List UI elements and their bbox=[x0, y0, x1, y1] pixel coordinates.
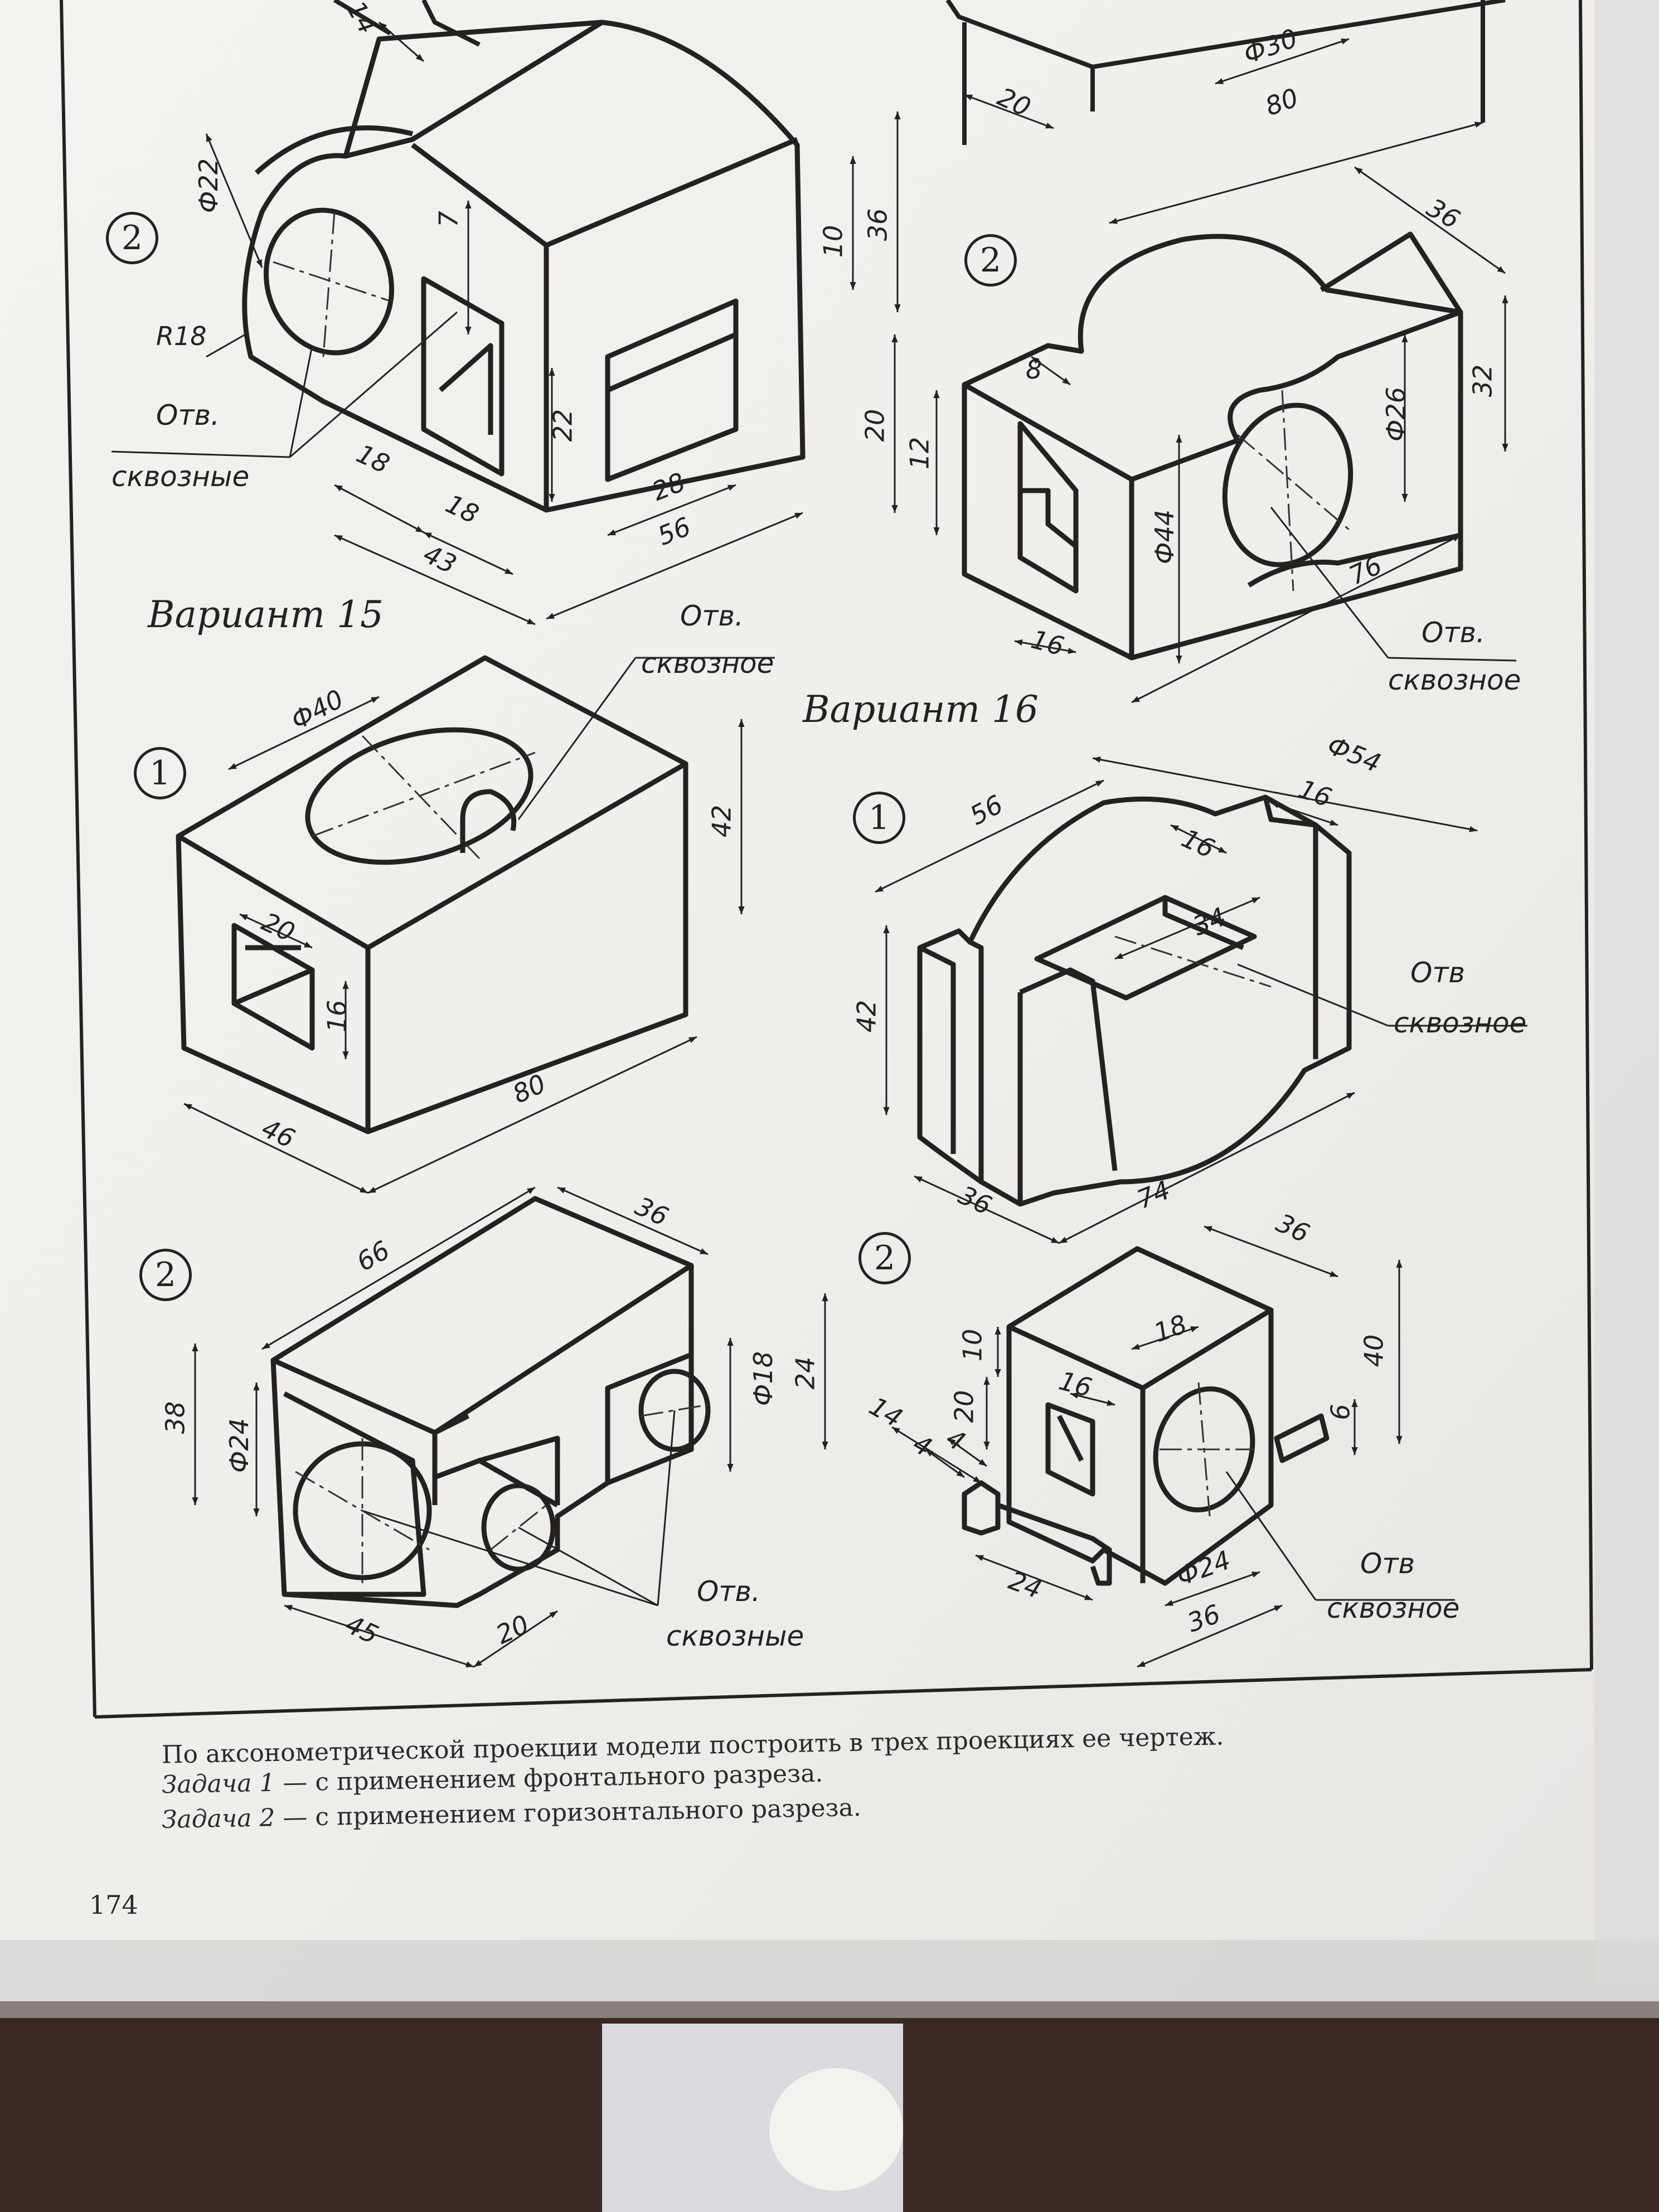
drawing-frame bbox=[60, 0, 1593, 1719]
hole-note: сквозное bbox=[1394, 1007, 1527, 1039]
hole-note: сквозное bbox=[1388, 664, 1521, 696]
dim-label: 7 bbox=[433, 211, 464, 227]
dim-label: 22 bbox=[547, 409, 578, 442]
dim-label: 10 bbox=[957, 1328, 988, 1362]
bottom-round-object bbox=[769, 2068, 903, 2191]
hole-note: сквозное bbox=[1327, 1592, 1460, 1624]
task-number: 2 bbox=[964, 234, 1017, 287]
dim-label: 10 bbox=[818, 225, 848, 258]
dim-label: 40 bbox=[1359, 1334, 1389, 1367]
page-number: 174 bbox=[89, 1890, 138, 1920]
dim-label: Ф22 bbox=[193, 158, 224, 214]
part-v16-task2-centerlines bbox=[1160, 1382, 1254, 1517]
hole-note: Отв. bbox=[697, 1575, 760, 1608]
task-number: 2 bbox=[139, 1249, 192, 1301]
dim-label: 6 bbox=[1325, 1404, 1356, 1420]
hole-note: сквозные bbox=[666, 1620, 804, 1652]
task-number: 1 bbox=[134, 747, 186, 799]
caption-task-1-lead: Задача 1 bbox=[161, 1768, 275, 1799]
dim-label: Ф26 bbox=[1381, 386, 1411, 442]
part-v15-task1-centerlines bbox=[312, 735, 536, 860]
dim-label: Ф44 bbox=[1149, 509, 1180, 565]
part-v14-task2 bbox=[242, 20, 806, 513]
part-v15-task1-dims bbox=[183, 657, 775, 1194]
task-number: 1 bbox=[853, 792, 905, 844]
caption-task-2-lead: Задача 2 bbox=[161, 1803, 275, 1834]
hole-note: Отв. bbox=[156, 399, 220, 431]
dim-label: 16 bbox=[322, 1000, 352, 1033]
dim-label: 24 bbox=[790, 1356, 821, 1390]
dim-label: Ф24 bbox=[224, 1418, 255, 1473]
dim-label: 16 bbox=[1028, 624, 1068, 662]
hole-note: сквозные bbox=[111, 460, 250, 493]
dim-label: 36 bbox=[862, 208, 893, 241]
top-remnant-dims bbox=[379, 21, 1483, 224]
dim-label: 42 bbox=[706, 804, 737, 838]
hole-note: Отв. bbox=[680, 600, 744, 632]
part-v14-task2-dims bbox=[111, 111, 901, 625]
dim-label: 32 bbox=[1467, 364, 1498, 397]
part-v15-task2-dims bbox=[192, 1186, 828, 1668]
hole-note: Отв. bbox=[1422, 617, 1485, 649]
part-v16-task1-centerlines bbox=[1114, 935, 1272, 988]
part-v14-task2-centerlines bbox=[273, 211, 391, 357]
variant-15-title: Вариант 15 bbox=[148, 593, 384, 636]
dim-label: 16 bbox=[1056, 1365, 1095, 1403]
dim-label: Ф18 bbox=[748, 1351, 779, 1406]
sleeve-shadow bbox=[1594, 0, 1659, 1985]
dim-label: 8 bbox=[1026, 355, 1042, 385]
task-number: 2 bbox=[858, 1232, 911, 1284]
hole-note: Отв bbox=[1410, 957, 1465, 989]
hole-note: сквозное bbox=[641, 647, 774, 680]
variant-16-title: Вариант 16 bbox=[803, 688, 1039, 731]
part-v14r-task2-dims bbox=[891, 166, 1517, 704]
paper-page bbox=[0, 0, 1659, 2001]
sleeve-edge bbox=[0, 1940, 1659, 2018]
part-v16-task2-dims bbox=[891, 1225, 1455, 1668]
dim-label: 12 bbox=[904, 436, 935, 470]
part-v15-task2-centerlines bbox=[295, 1404, 709, 1583]
task-number: 2 bbox=[106, 212, 158, 264]
part-v16-task1-dims bbox=[875, 756, 1527, 1244]
part-v15-task1 bbox=[176, 655, 688, 1134]
dim-label: R18 bbox=[156, 321, 207, 351]
dim-label: 42 bbox=[851, 1000, 882, 1033]
hole-note: Отв bbox=[1360, 1548, 1415, 1580]
dim-label: 20 bbox=[860, 409, 890, 442]
dim-label: 20 bbox=[949, 1390, 979, 1423]
dim-label: 38 bbox=[160, 1401, 191, 1434]
part-v14r-task2-centerlines bbox=[1237, 390, 1350, 591]
